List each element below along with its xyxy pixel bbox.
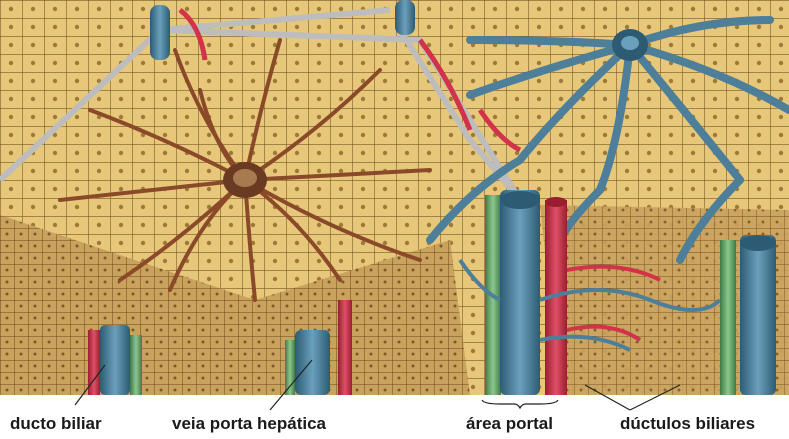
label-bile-duct: ducto biliar [10, 414, 102, 434]
portal-triad-right [720, 235, 776, 395]
label-bile-ductules: dúctulos biliares [620, 414, 755, 434]
central-vein-right [612, 29, 648, 61]
central-vein-left [223, 162, 267, 198]
portal-triad-center [485, 190, 567, 395]
label-portal-area: área portal [466, 414, 553, 434]
label-portal-vein: veia porta hepática [172, 414, 326, 434]
